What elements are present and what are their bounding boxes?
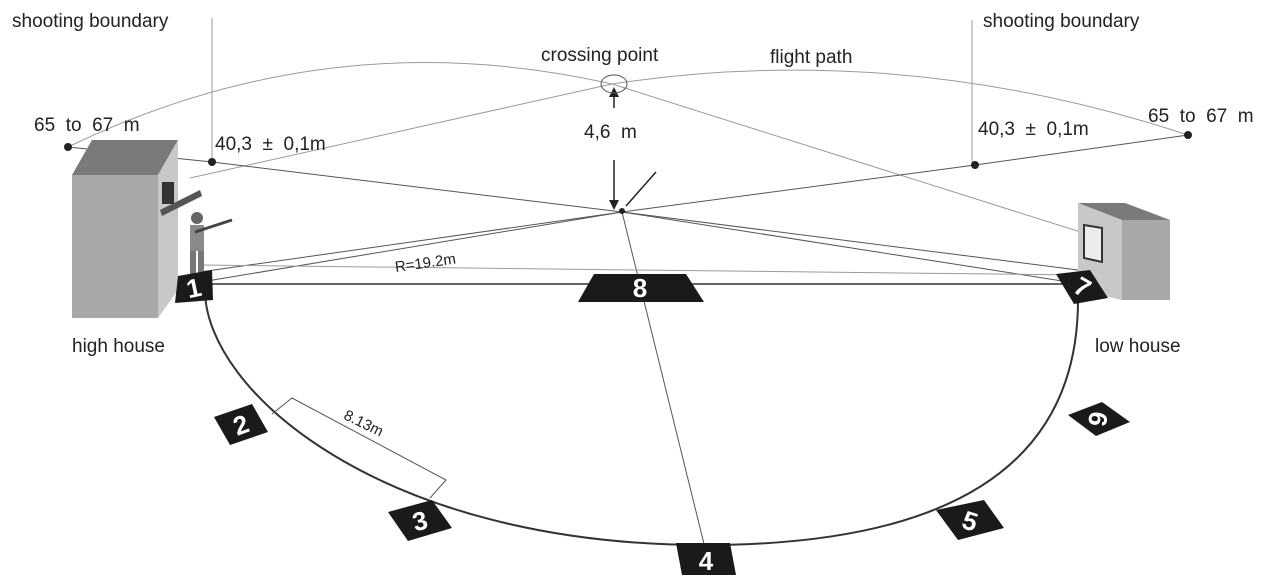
boundary-dot-left bbox=[208, 158, 216, 166]
high-house-top bbox=[72, 140, 178, 175]
boundary-ray-left bbox=[189, 83, 613, 179]
chord-label: 8.13m bbox=[341, 407, 386, 441]
flight-path-arc-left bbox=[67, 62, 613, 148]
line-low-to-cross-b bbox=[621, 211, 1079, 271]
boundary-dot-right bbox=[971, 161, 979, 169]
radius-label: R=19.2m bbox=[394, 251, 457, 276]
high-house-window bbox=[162, 182, 174, 204]
boundary-left-label: 40,3 ± 0,1m bbox=[215, 134, 326, 155]
line-cross-to-high-house bbox=[194, 211, 623, 284]
crossing-center-dot bbox=[619, 208, 625, 214]
low-house-label: low house bbox=[1095, 336, 1181, 357]
station-8-label: 8 bbox=[633, 273, 647, 303]
shooter-figure bbox=[190, 212, 233, 279]
low-house-front bbox=[1122, 220, 1170, 300]
flight-path-label: flight path bbox=[770, 47, 852, 68]
high-house bbox=[72, 140, 202, 318]
station-1-label: 1 bbox=[184, 272, 204, 304]
station-2: 2 bbox=[214, 404, 268, 445]
line-high-to-cross-b bbox=[199, 211, 623, 273]
station-3: 3 bbox=[388, 500, 452, 541]
shooting-boundary-right-label: shooting boundary bbox=[983, 11, 1140, 32]
line-boundary-left-low bbox=[199, 264, 1081, 276]
range-dot-right bbox=[1184, 131, 1192, 139]
station-ring bbox=[204, 289, 1079, 547]
station-4-label: 4 bbox=[699, 546, 714, 575]
chord-bracket bbox=[271, 397, 447, 499]
range-line-right bbox=[621, 164, 976, 213]
station-7: 7 bbox=[1056, 270, 1108, 304]
line-cross-to-station-4 bbox=[621, 211, 706, 549]
high-house-label: high house bbox=[72, 336, 165, 357]
station-6: 6 bbox=[1068, 402, 1130, 436]
range-line-right-outer bbox=[974, 134, 1189, 166]
height-arrow-head-up bbox=[609, 87, 619, 97]
station-5: 5 bbox=[936, 500, 1004, 540]
station-8: 8 bbox=[578, 273, 704, 303]
station-3-label: 3 bbox=[409, 505, 430, 538]
boundary-right-label: 40,3 ± 0,1m bbox=[978, 119, 1089, 140]
range-line-left bbox=[211, 161, 623, 213]
high-house-chute bbox=[160, 190, 202, 216]
range-right-label: 65 to 67 m bbox=[1148, 106, 1254, 127]
high-house-front bbox=[72, 175, 158, 318]
low-house-window bbox=[1083, 223, 1103, 264]
range-left-label: 65 to 67 m bbox=[34, 115, 140, 136]
station-1: 1 bbox=[175, 270, 213, 304]
range-dot-left bbox=[64, 143, 72, 151]
station-4: 4 bbox=[676, 543, 736, 575]
height-arrow-head-down bbox=[609, 200, 619, 210]
boundary-ray-right bbox=[611, 83, 1091, 236]
flight-path-arc-right bbox=[611, 69, 1189, 136]
shooting-boundary-left-label: shooting boundary bbox=[12, 11, 169, 32]
crossing-point-marker bbox=[600, 74, 628, 94]
crossing-point-label: crossing point bbox=[541, 45, 659, 66]
station-6-label: 6 bbox=[1082, 409, 1114, 428]
line-cross-to-low-house bbox=[621, 211, 1076, 284]
pointer-line bbox=[625, 171, 657, 207]
low-house-top bbox=[1078, 203, 1170, 220]
height-label: 4,6 m bbox=[584, 122, 637, 143]
